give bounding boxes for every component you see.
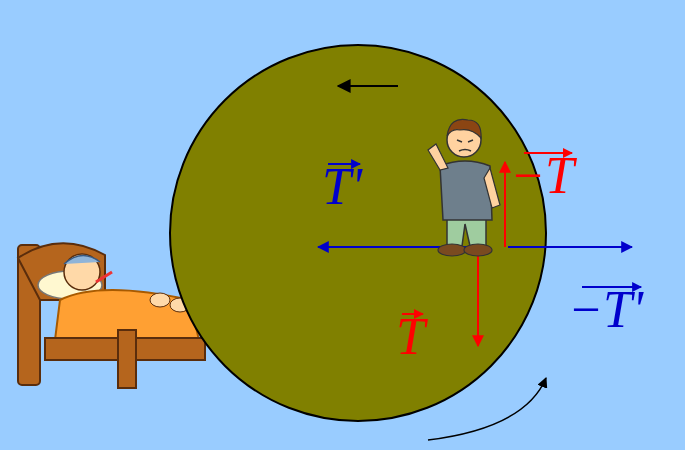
force-label: T bbox=[396, 311, 425, 363]
force-label: −T' bbox=[568, 284, 643, 336]
force-arrow bbox=[508, 246, 632, 248]
force-arrow bbox=[477, 252, 479, 346]
force-label: T' bbox=[322, 161, 362, 213]
rotating-disk bbox=[170, 45, 546, 421]
force-label: −T bbox=[510, 150, 574, 202]
rotation-arrow bbox=[428, 378, 546, 440]
rotation-arrow bbox=[338, 85, 398, 87]
force-arrow bbox=[504, 162, 506, 247]
person-figure bbox=[428, 119, 500, 256]
